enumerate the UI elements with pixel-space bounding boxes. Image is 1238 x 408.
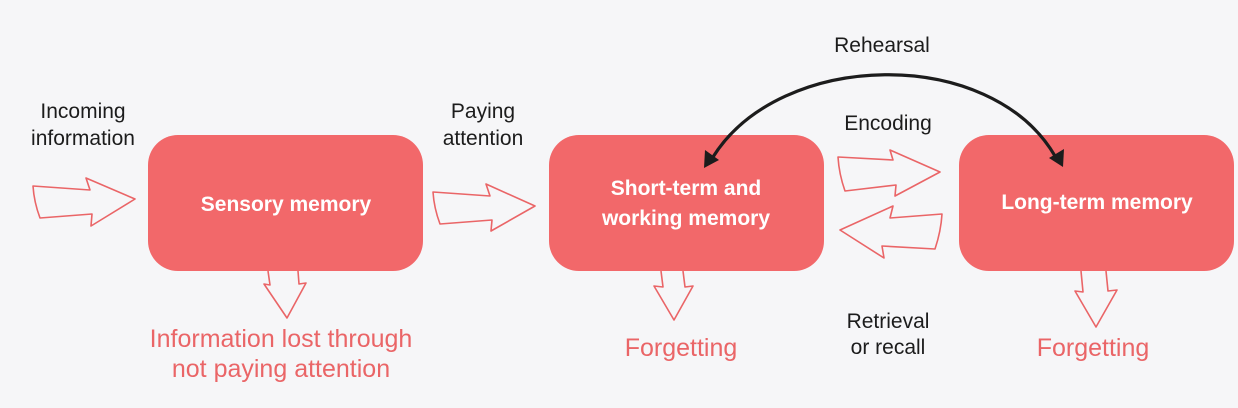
short-term-memory-label-line2: working memory <box>601 207 770 230</box>
short-term-memory-label-line1: Short-term and <box>611 177 762 200</box>
retrieval-label-line1: Retrieval <box>847 310 930 333</box>
forgetting-long-term-label: Forgetting <box>1037 334 1150 362</box>
information-lost-arrow <box>263 270 307 319</box>
sensory-memory-box <box>148 135 423 271</box>
forgetting-long-term-arrow <box>1074 270 1118 328</box>
encoding-label: Encoding <box>844 112 932 135</box>
retrieval-label-line2: or recall <box>851 336 926 359</box>
forgetting-short-term-label: Forgetting <box>625 334 738 362</box>
paying-attention-arrow <box>432 183 536 232</box>
retrieval-arrow <box>839 205 943 259</box>
paying-attention-label-line2: attention <box>443 127 524 150</box>
long-term-memory-box <box>959 135 1234 271</box>
encoding-arrow <box>837 149 941 197</box>
incoming-information-label-line2: information <box>31 127 135 150</box>
long-term-memory-label: Long-term memory <box>1001 191 1193 214</box>
incoming-information-label-line1: Incoming <box>40 100 125 123</box>
rehearsal-label: Rehearsal <box>834 34 930 57</box>
short-term-memory-box <box>549 135 824 271</box>
paying-attention-label-line1: Paying <box>451 100 515 123</box>
information-lost-label-line1: Information lost through <box>150 325 413 353</box>
rehearsal-arrowhead-right <box>1049 149 1064 167</box>
forgetting-short-term-arrow <box>653 270 694 321</box>
sensory-memory-label: Sensory memory <box>201 193 372 216</box>
rehearsal-arrowhead-left <box>704 150 719 168</box>
information-lost-label-line2: not paying attention <box>172 355 390 383</box>
rehearsal-arrow <box>711 73 1057 159</box>
incoming-arrow <box>32 177 136 227</box>
